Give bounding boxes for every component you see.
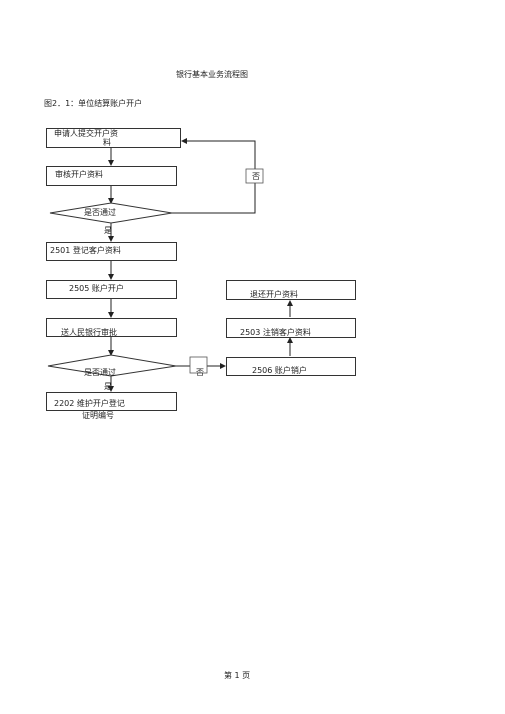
register-customer-label: 2501 登记客户资料 bbox=[50, 246, 121, 255]
submit-docs-box: 申请人提交开户资 料 bbox=[46, 128, 181, 148]
decision1-diamond bbox=[49, 202, 173, 224]
maintain-cert-box: 2202 维护开户登记 bbox=[46, 392, 177, 411]
review-docs-box: 审核开户资料 bbox=[46, 166, 177, 186]
no1-label-box bbox=[245, 168, 264, 184]
no1-label: 否 bbox=[252, 172, 260, 181]
open-account-box: 2505 账户开户 bbox=[46, 280, 177, 299]
no2-label: 否 bbox=[196, 368, 204, 377]
open-account-label: 2505 账户开户 bbox=[69, 284, 124, 293]
review-docs-label: 审核开户资料 bbox=[55, 170, 103, 179]
no2-label-box bbox=[189, 356, 208, 374]
send-pbc-box: 送人民银行审批 bbox=[46, 318, 177, 337]
close-account-box: 2506 账户销户 bbox=[226, 357, 356, 376]
submit-docs-line2: 料 bbox=[103, 138, 111, 147]
page-subtitle: 图2．1：单位结算账户开户 bbox=[44, 99, 143, 108]
return-docs-label: 退还开户资料 bbox=[250, 290, 298, 299]
yes1-label: 是 bbox=[104, 226, 112, 235]
decision2-diamond bbox=[47, 354, 177, 377]
register-customer-box: 2501 登记客户资料 bbox=[46, 242, 177, 261]
page-title: 银行基本业务流程图 bbox=[176, 70, 248, 79]
decision2-label: 是否通过 bbox=[84, 368, 116, 377]
yes2-label: 是 bbox=[104, 382, 112, 391]
return-docs-box: 退还开户资料 bbox=[226, 280, 356, 300]
maintain-cert-line1: 2202 维护开户登记 bbox=[54, 399, 125, 408]
decision1-label: 是否通过 bbox=[84, 208, 116, 217]
page-footer: 第 1 页 bbox=[224, 671, 251, 680]
submit-docs-line1: 申请人提交开户资 bbox=[54, 129, 118, 138]
arrow-no1-loop bbox=[172, 138, 256, 214]
cancel-customer-label: 2503 注销客户资料 bbox=[240, 328, 311, 337]
maintain-cert-line2: 证明编号 bbox=[82, 411, 114, 420]
send-pbc-label: 送人民银行审批 bbox=[61, 328, 117, 337]
close-account-label: 2506 账户销户 bbox=[252, 366, 307, 375]
cancel-customer-box: 2503 注销客户资料 bbox=[226, 318, 356, 338]
